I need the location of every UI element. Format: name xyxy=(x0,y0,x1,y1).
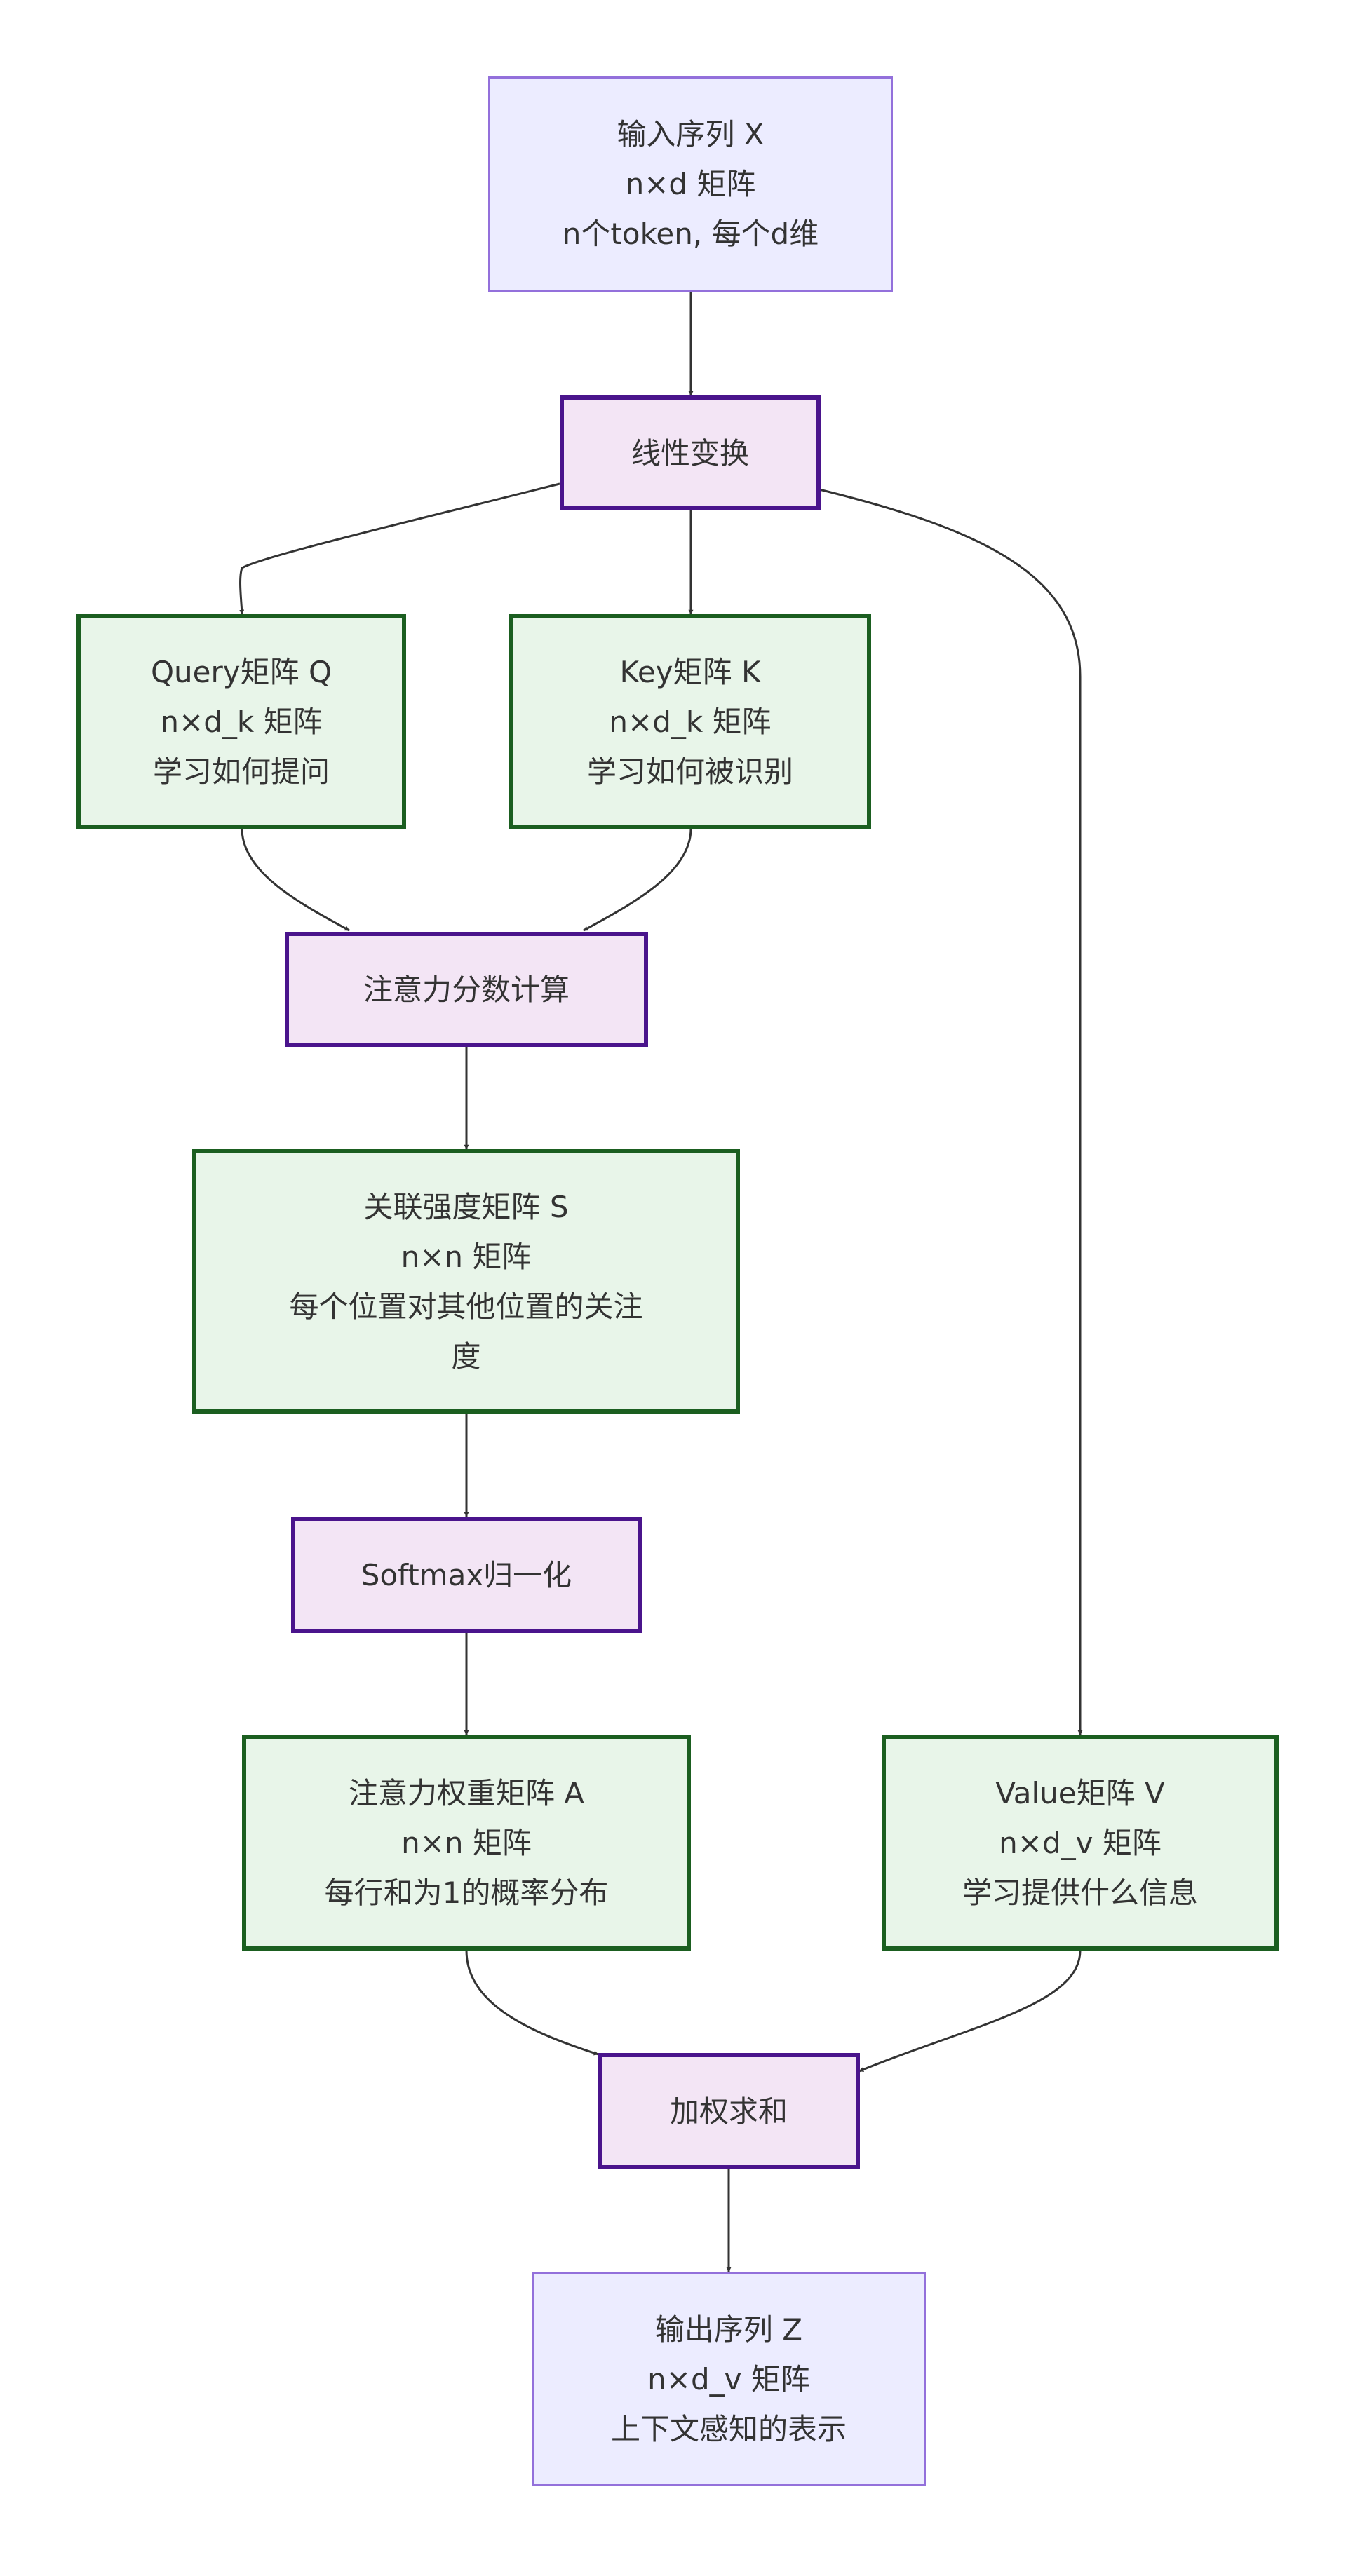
node-line: 学习提供什么信息 xyxy=(962,1875,1198,1910)
output-sequence-node: 输出序列 Z n×d_v 矩阵 上下文感知的表示 xyxy=(532,2272,926,2486)
node-line: 输出序列 Z xyxy=(654,2312,803,2347)
edge-query-to-score xyxy=(241,828,350,932)
edge-value-to-sum xyxy=(859,1950,1082,2073)
node-line: n×d_k 矩阵 xyxy=(160,704,323,739)
node-line: 输入序列 X xyxy=(617,117,765,151)
attention-weights-node: 注意力权重矩阵 A n×n 矩阵 每行和为1的概率分布 xyxy=(242,1735,691,1951)
node-line: Query矩阵 Q xyxy=(150,654,332,689)
node-text: 注意力权重矩阵 A n×n 矩阵 每行和为1的概率分布 xyxy=(325,1768,609,1918)
node-line: n×d 矩阵 xyxy=(625,167,756,201)
node-line: 线性变换 xyxy=(631,435,749,470)
node-line: Value矩阵 V xyxy=(995,1775,1165,1810)
query-matrix-node: Query矩阵 Q n×d_k 矩阵 学习如何提问 xyxy=(76,614,406,829)
key-matrix-node: Key矩阵 K n×d_k 矩阵 学习如何被识别 xyxy=(509,614,871,829)
node-line: 注意力分数计算 xyxy=(363,972,570,1007)
node-line: n×d_v 矩阵 xyxy=(999,1825,1162,1860)
weighted-sum-node: 加权求和 xyxy=(598,2053,860,2169)
node-text: Query矩阵 Q n×d_k 矩阵 学习如何提问 xyxy=(151,647,332,796)
edge-linear-to-query xyxy=(239,482,560,615)
node-text: 输出序列 Z n×d_v 矩阵 上下文感知的表示 xyxy=(611,2305,847,2454)
node-line: n个token, 每个d维 xyxy=(562,217,819,251)
node-line: 上下文感知的表示 xyxy=(610,2411,847,2446)
node-text: 关联强度矩阵 S n×n 矩阵 每个位置对其他位置的关注 度 xyxy=(289,1182,642,1381)
edge-key-to-score xyxy=(583,828,692,932)
node-line: n×d_k 矩阵 xyxy=(609,704,772,739)
node-text: 线性变换 xyxy=(631,428,749,478)
linear-transform-node: 线性变换 xyxy=(560,395,821,510)
attention-score-node: 注意力分数计算 xyxy=(285,932,648,1047)
softmax-node: Softmax归一化 xyxy=(291,1517,642,1633)
node-line: 每行和为1的概率分布 xyxy=(324,1875,609,1910)
node-line: 学习如何被识别 xyxy=(586,754,793,789)
node-text: 加权求和 xyxy=(670,2087,788,2136)
node-line: 注意力权重矩阵 A xyxy=(348,1775,585,1810)
node-line: 度 xyxy=(451,1338,481,1374)
node-line: n×n 矩阵 xyxy=(401,1825,532,1860)
node-line: 学习如何提问 xyxy=(152,754,330,789)
node-line: n×d_v 矩阵 xyxy=(647,2361,810,2397)
node-line: 加权求和 xyxy=(669,2094,788,2129)
node-text: Value矩阵 V n×d_v 矩阵 学习提供什么信息 xyxy=(962,1768,1198,1918)
value-matrix-node: Value矩阵 V n×d_v 矩阵 学习提供什么信息 xyxy=(882,1735,1279,1951)
node-line: n×n 矩阵 xyxy=(400,1239,532,1274)
edge-linear-to-value xyxy=(819,488,1083,1735)
relation-matrix-node: 关联强度矩阵 S n×n 矩阵 每个位置对其他位置的关注 度 xyxy=(192,1149,740,1414)
node-text: 注意力分数计算 xyxy=(363,965,570,1015)
node-line: Softmax归一化 xyxy=(361,1557,572,1592)
node-line: 每个位置对其他位置的关注 xyxy=(289,1289,643,1324)
input-sequence-node: 输入序列 X n×d 矩阵 n个token, 每个d维 xyxy=(488,76,893,292)
node-text: Key矩阵 K n×d_k 矩阵 学习如何被识别 xyxy=(587,647,793,796)
node-line: Key矩阵 K xyxy=(619,654,761,689)
node-text: Softmax归一化 xyxy=(361,1550,572,1600)
node-text: 输入序列 X n×d 矩阵 n个token, 每个d维 xyxy=(563,109,819,259)
edge-weights-to-sum xyxy=(465,1950,599,2056)
node-line: 关联强度矩阵 S xyxy=(363,1189,569,1224)
